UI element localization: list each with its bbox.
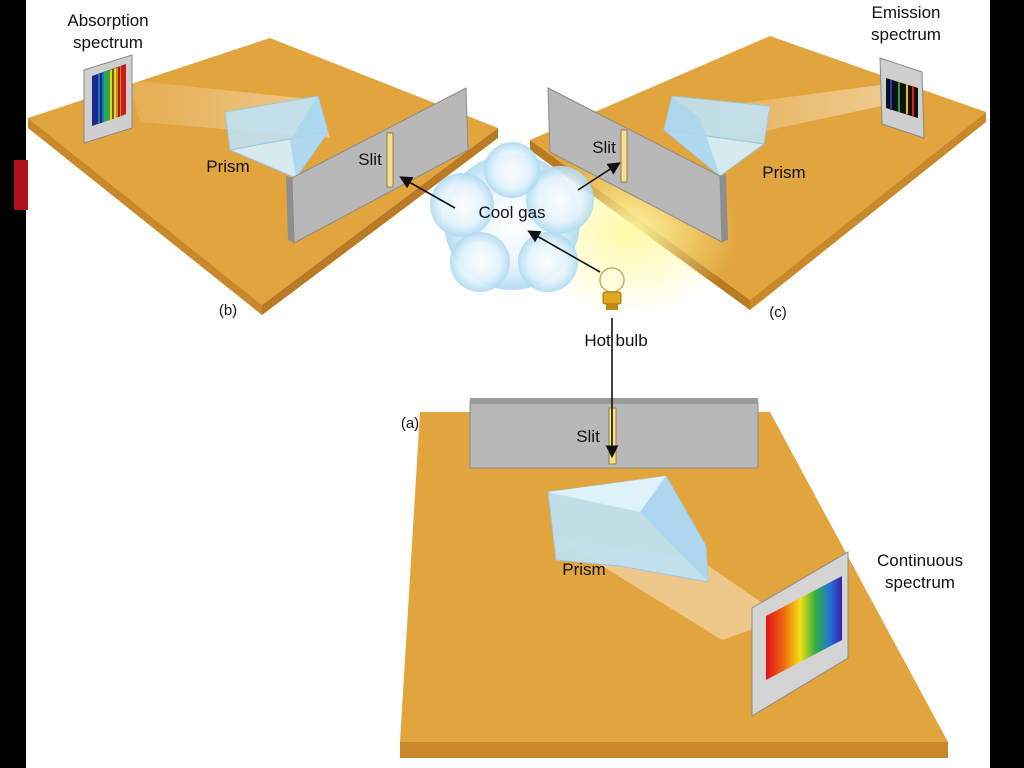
slit-a-label: Slit	[576, 427, 600, 446]
prism-b	[224, 95, 330, 179]
slit-panel-a	[469, 398, 759, 469]
labels: Absorption spectrum Emission spectrum Pr…	[67, 3, 963, 592]
panel-b-label: (b)	[219, 302, 237, 319]
slit-b-label: Slit	[358, 150, 382, 169]
cool-gas-label: Cool gas	[478, 203, 545, 222]
prism-a-label: Prism	[562, 560, 605, 579]
panel-a-continuous	[400, 398, 948, 758]
panel-a-label: (a)	[401, 415, 419, 432]
prism-c-label: Prism	[762, 163, 805, 182]
prism-a	[547, 475, 709, 583]
continuous-label-line2: spectrum	[885, 573, 955, 592]
continuous-label-line1: Continuous	[877, 551, 963, 570]
hot-bulb	[599, 267, 625, 310]
panel-b-absorption	[28, 38, 498, 315]
slit-opening-c	[620, 129, 628, 183]
prism-b-label: Prism	[206, 157, 249, 176]
panel-c-label: (c)	[769, 304, 787, 321]
arrow-gas-to-slit-c	[577, 162, 621, 191]
emission-spectrum	[886, 78, 918, 118]
continuous-spectrum	[766, 576, 842, 680]
absorption-label-line2: spectrum	[73, 33, 143, 52]
slit-c-label: Slit	[592, 138, 616, 157]
emission-label-line1: Emission	[872, 3, 941, 22]
slide-accent-bar	[14, 160, 28, 210]
slit-panel-b	[286, 87, 469, 244]
absorption-label-line1: Absorption	[67, 11, 148, 30]
light-path-arrows	[399, 162, 621, 459]
slit-panel-c	[547, 87, 728, 243]
cool-gas-cloud	[430, 142, 594, 292]
arrow-bulb-to-gas	[527, 230, 601, 273]
arrow-gas-to-slit-b	[399, 176, 456, 209]
prism-c	[662, 95, 771, 177]
emission-label-line2: spectrum	[871, 25, 941, 44]
hot-bulb-label: Hot bulb	[584, 331, 647, 350]
absorption-spectrum	[92, 64, 126, 126]
slit-opening-b	[386, 132, 394, 188]
